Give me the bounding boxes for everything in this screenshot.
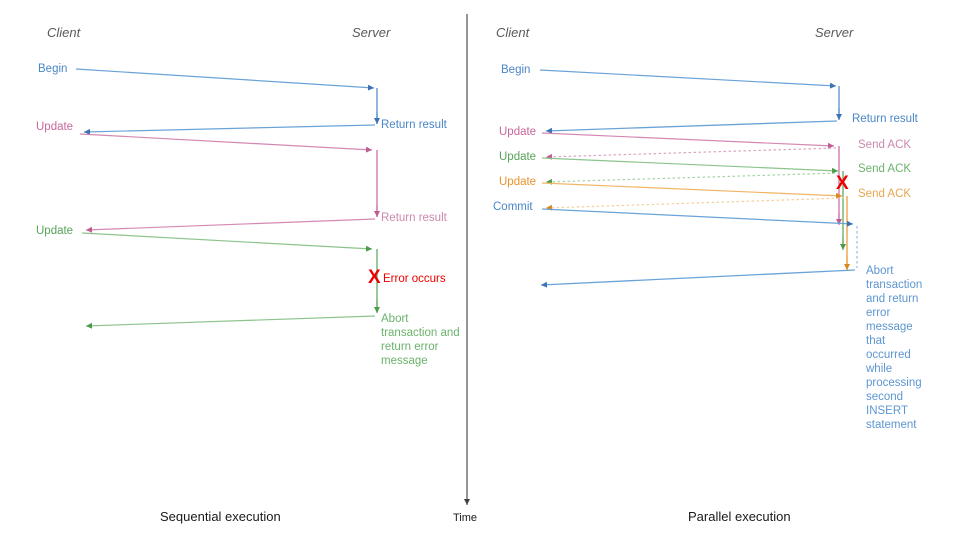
arrow-begin-request: [75, 68, 375, 91]
p-ack-pink: [545, 147, 837, 160]
parallel-error-x-icon: X: [836, 173, 849, 194]
p-arrow-return-result: [545, 120, 838, 134]
parallel-server-msg-abort: Abort transaction and return error messa…: [866, 265, 923, 431]
parallel-client-msg-commit: Commit: [493, 201, 533, 213]
arrow-return-result-2: [85, 218, 376, 233]
sequential-server-msg-return-2: Return result: [381, 212, 447, 224]
parallel-client-msg-begin: Begin: [501, 64, 531, 76]
parallel-server-msg-return-result: Return result: [852, 113, 918, 125]
parallel-server-msg-ack-1: Send ACK: [858, 139, 912, 151]
arrow-return-result-1: [83, 124, 376, 135]
parallel-server-msg-ack-2: Send ACK: [858, 163, 912, 175]
p-arrow-update-green: [541, 157, 839, 174]
sequential-panel-arrows: [75, 68, 380, 329]
parallel-server-lane-title: Server: [815, 25, 854, 40]
p-ack-green: [545, 172, 841, 185]
parallel-client-msg-update-2: Update: [499, 151, 537, 163]
p-arrow-update-orange: [541, 182, 843, 199]
sequential-error-label: Error occurs: [383, 273, 446, 285]
arrow-abort-return: [85, 315, 376, 329]
p-arrow-update-pink: [541, 132, 835, 149]
parallel-client-msg-update-1: Update: [499, 126, 537, 138]
sequential-server-lane-title: Server: [352, 25, 391, 40]
sequential-client-msg-begin: Begin: [38, 63, 68, 75]
p-arrow-begin-request: [539, 69, 837, 89]
error-x-icon: X: [368, 267, 381, 288]
time-axis-label: Time: [453, 512, 478, 524]
sequential-server-msg-return-1: Return result: [381, 119, 447, 131]
parallel-panel-caption: Parallel execution: [688, 509, 791, 524]
p-ack-orange: [545, 197, 845, 211]
sequential-panel-caption: Sequential execution: [160, 509, 281, 524]
sequential-client-msg-update-2: Update: [36, 225, 74, 237]
sequential-server-msg-abort: Abort transaction and return error messa…: [381, 313, 460, 367]
parallel-client-msg-update-3: Update: [499, 176, 537, 188]
parallel-panel-arrows: [539, 69, 858, 288]
arrow-update-pink-request: [79, 133, 373, 153]
p-arrow-abort-return: [540, 269, 856, 288]
arrow-update-green-request: [81, 232, 373, 252]
p-arrow-commit: [541, 208, 854, 227]
sequential-client-msg-update-1: Update: [36, 121, 74, 133]
parallel-client-lane-title: Client: [496, 25, 530, 40]
parallel-server-msg-ack-3: Send ACK: [858, 188, 912, 200]
sequential-client-lane-title: Client: [47, 25, 81, 40]
